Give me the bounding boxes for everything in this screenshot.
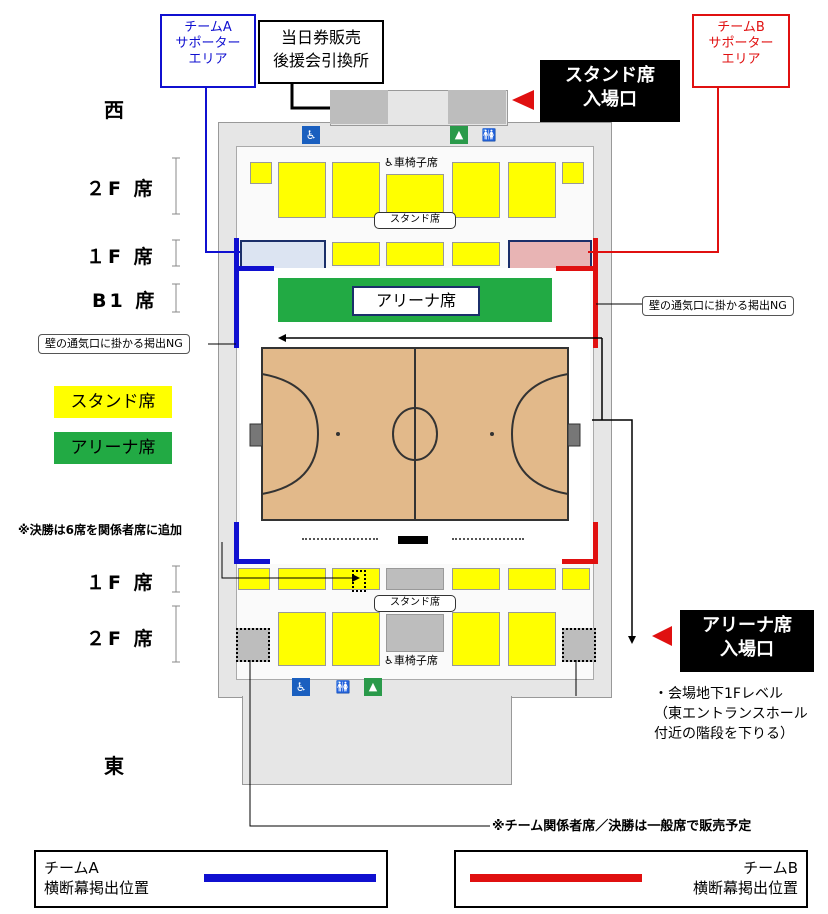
callout-line: 入場口 xyxy=(583,89,637,110)
legend-line: チームA xyxy=(44,859,99,877)
wheelchair-seat-label-bottom: ♿車椅子席 xyxy=(384,654,438,667)
stand-block-1f-bottom-1 xyxy=(238,568,270,590)
elevator-icon-top: ▲ xyxy=(450,126,468,144)
team-seat-block-1f-bottom xyxy=(386,568,444,590)
top-entrance-gray-right xyxy=(448,90,506,124)
team-seat-note: ※チーム関係者席／決勝は一般席で販売予定 xyxy=(492,819,752,834)
callout-line: エリア xyxy=(188,52,228,67)
futsal-court xyxy=(249,347,581,521)
building-lower-extension xyxy=(242,696,512,785)
arena-entrance-label: アリーナ席 入場口 xyxy=(680,610,814,672)
bench-row-right xyxy=(452,538,524,546)
callout-line: チームB xyxy=(717,20,765,35)
team-a-banner-top-horizontal xyxy=(234,266,274,271)
stand-block-2f-top-2 xyxy=(332,162,380,218)
arena-entrance-note: ・会場地下1Fレベル （東エントランスホール 付近の階段を下りる） xyxy=(654,684,808,744)
note-line: （東エントランスホール xyxy=(654,706,808,722)
stand-seat-label-top: スタンド席 xyxy=(374,212,456,229)
team-b-banner-bottom-vertical xyxy=(593,522,598,564)
legend-stand-seat: スタンド席 xyxy=(54,386,172,418)
team-b-banner-top-horizontal xyxy=(556,266,596,271)
vent-ng-note-left: 壁の通気口に掛かる掲出NG xyxy=(38,334,190,354)
team-a-supporter-area-callout: チームA サポーター エリア xyxy=(160,14,256,88)
elevator-icon-bottom: ▲ xyxy=(364,678,382,696)
level-label-2f-top: ２F 席 xyxy=(86,178,156,200)
wheelchair-seat-label-top: ♿車椅子席 xyxy=(384,156,438,169)
direction-east: 東 xyxy=(104,754,124,778)
stand-block-1f-bottom-5 xyxy=(508,568,556,590)
stand-block-1f-top-1 xyxy=(332,242,380,266)
team-b-legend-swatch xyxy=(470,874,642,882)
stand-block-1f-bottom-4 xyxy=(452,568,500,590)
stand-entrance-label: スタンド席 入場口 xyxy=(540,60,680,122)
team-a-legend-swatch xyxy=(204,874,376,882)
stand-block-2f-top-4 xyxy=(452,162,500,218)
accessible-restroom-icon-top: ♿ xyxy=(302,126,320,144)
level-label-1f-bottom: １F 席 xyxy=(86,572,156,594)
callout-line: エリア xyxy=(721,52,761,67)
stand-block-1f-top-2 xyxy=(386,242,444,266)
legend-arena-seat: アリーナ席 xyxy=(54,432,172,464)
direction-west: 西 xyxy=(104,98,124,122)
official-table xyxy=(398,536,428,544)
callout-line: 入場口 xyxy=(720,639,774,660)
level-label-b1: B1 席 xyxy=(92,290,158,312)
stand-block-1f-bottom-6 xyxy=(562,568,590,590)
team-seat-2f-bottom-right xyxy=(562,628,596,662)
legend-line: 横断幕掲出位置 xyxy=(692,879,798,897)
top-entrance-gray-left xyxy=(330,90,388,124)
team-seat-2f-bottom-left xyxy=(236,628,270,662)
callout-line: 後援会引換所 xyxy=(272,51,369,70)
stand-seat-label-bottom: スタンド席 xyxy=(374,595,456,612)
team-a-banner-bottom-vertical xyxy=(234,522,239,564)
stand-block-2f-top-side-left xyxy=(250,162,272,184)
callout-line: チームA xyxy=(184,20,232,35)
team-b-banner-top-vertical xyxy=(593,238,598,348)
note-line: ・会場地下1Fレベル xyxy=(654,686,783,702)
final-add-note: ※決勝は6席を関係者席に追加 xyxy=(18,523,183,537)
stand-block-2f-top-3 xyxy=(386,174,444,214)
restroom-icon-bottom: 🚻 xyxy=(335,680,351,694)
stand-block-2f-bottom-1 xyxy=(278,612,326,666)
callout-line: スタンド席 xyxy=(565,65,655,86)
team-b-legend-text: チームB 横断幕掲出位置 xyxy=(693,858,798,898)
legend-line: チームB xyxy=(743,859,798,877)
stand-block-2f-bottom-2 xyxy=(332,612,380,666)
callout-line: サポーター xyxy=(708,36,774,51)
stand-block-2f-top-1 xyxy=(278,162,326,218)
level-label-2f-bottom: ２F 席 xyxy=(86,628,156,650)
team-a-legend-text: チームA 横断幕掲出位置 xyxy=(44,858,149,898)
callout-line: サポーター xyxy=(175,36,241,51)
team-a-banner-legend: チームA 横断幕掲出位置 xyxy=(34,850,388,908)
stand-block-1f-bottom-2 xyxy=(278,568,326,590)
ticket-booth-callout: 当日券販売 後援会引換所 xyxy=(258,20,384,84)
level-label-1f-top: １F 席 xyxy=(86,246,156,268)
team-b-banner-bottom-horizontal xyxy=(562,559,598,564)
stand-block-2f-bottom-4 xyxy=(508,612,556,666)
stand-block-2f-top-side-right xyxy=(562,162,584,184)
arena-seat-label: アリーナ席 xyxy=(352,286,480,316)
team-b-supporter-area-callout: チームB サポーター エリア xyxy=(692,14,790,88)
team-seat-block-2f-bottom xyxy=(386,614,444,652)
team-a-banner-top-vertical xyxy=(234,238,239,348)
team-a-banner-bottom-horizontal xyxy=(234,559,270,564)
restroom-icon-top: 🚻 xyxy=(481,128,497,142)
accessible-restroom-icon-bottom: ♿ xyxy=(292,678,310,696)
callout-line: 当日券販売 xyxy=(280,28,361,47)
legend-line: 横断幕掲出位置 xyxy=(44,879,150,897)
stand-block-1f-top-3 xyxy=(452,242,500,266)
bench-row-left xyxy=(302,538,378,546)
stand-block-2f-bottom-3 xyxy=(452,612,500,666)
stand-block-2f-top-5 xyxy=(508,162,556,218)
vent-ng-note-right: 壁の通気口に掛かる掲出NG xyxy=(642,296,794,316)
callout-line: アリーナ席 xyxy=(702,615,792,636)
note-line: 付近の階段を下りる） xyxy=(654,726,794,742)
team-b-banner-legend: チームB 横断幕掲出位置 xyxy=(454,850,808,908)
